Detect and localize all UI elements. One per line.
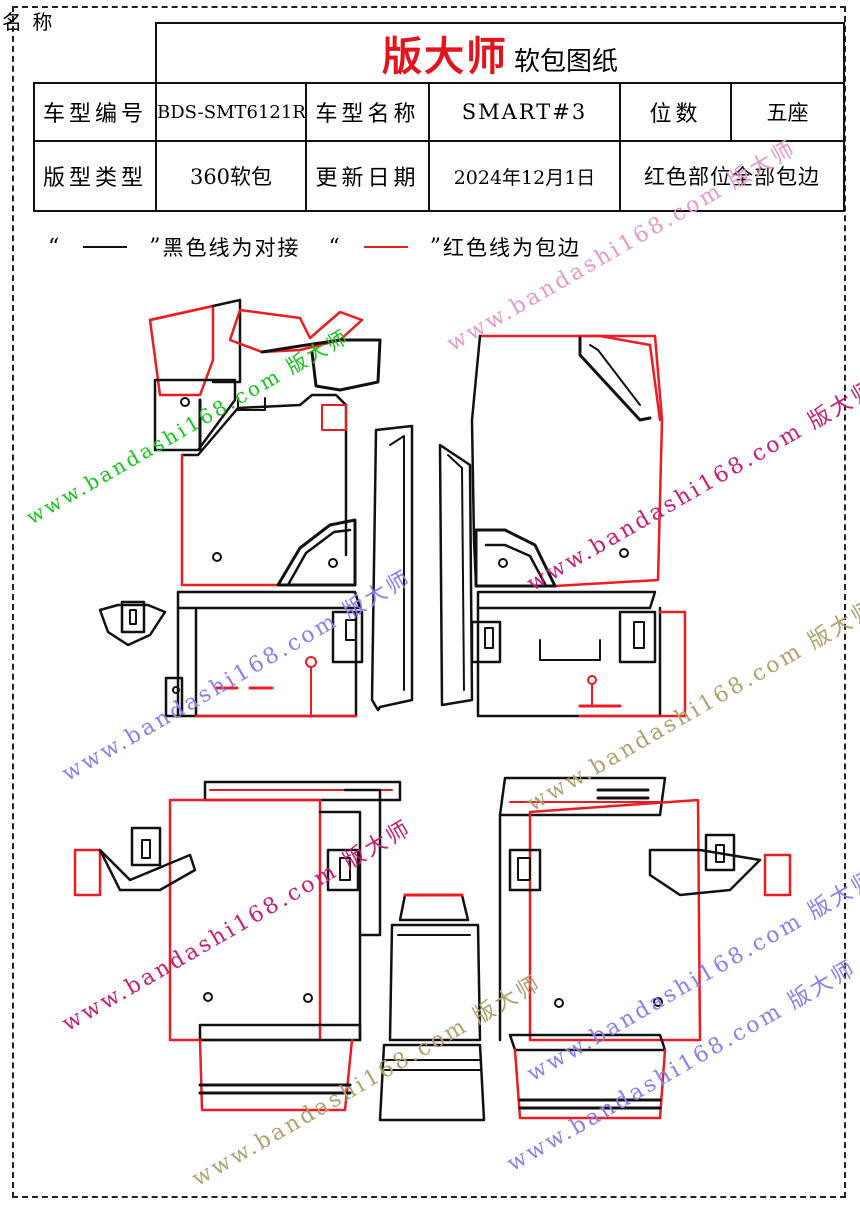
- rear-left-mat: [73, 780, 402, 1112]
- value-seats: 五座: [729, 82, 846, 142]
- value-model-name: SMART#3: [428, 82, 621, 142]
- front-left-mat: [148, 298, 414, 718]
- label-seats: 位数: [619, 82, 732, 142]
- legend-red-text: 红色线为包边: [443, 236, 581, 260]
- value-pattern-type: 360软包: [155, 140, 307, 212]
- center-tunnel-mat: [378, 893, 486, 1122]
- info-row: 车型编号 BDS-SMT6121R 车型名称 SMART#3 位数 五座: [33, 82, 846, 142]
- rear-right-mat: [498, 776, 792, 1120]
- value-model-code: BDS-SMT6121R: [155, 82, 307, 142]
- info-table: 版大师软包图纸 车型编号 BDS-SMT6121R 车型名称 SMART#3 位…: [33, 22, 846, 212]
- line-legend: “ ” 黑色线为对接 “ ” 红色线为包边: [48, 232, 581, 262]
- legend-black-text: 黑色线为对接: [162, 236, 301, 260]
- label-model-name: 车型名称: [305, 82, 430, 142]
- legend-quote-close: ”: [149, 234, 163, 260]
- note-red-edges: 红色部位全部包边: [618, 140, 846, 212]
- page-border: [12, 6, 846, 1198]
- legend-quote-open: “: [328, 234, 342, 260]
- heel-pad-front-left: [98, 600, 167, 647]
- title-cell: 版大师软包图纸: [154, 22, 846, 84]
- value-update-date: 2024年12月1日: [428, 140, 621, 212]
- label-update-date: 更新日期: [305, 140, 430, 212]
- title-row: 版大师软包图纸: [34, 22, 846, 84]
- label-pattern-type: 版型类型: [33, 140, 157, 212]
- legend-quote-close: ”: [429, 234, 443, 260]
- label-model-code: 车型编号: [33, 82, 157, 142]
- info-row: 版型类型 360软包 更新日期 2024年12月1日 红色部位全部包边: [33, 140, 846, 212]
- brand-title: 版大师: [382, 33, 509, 80]
- red-line-swatch: [363, 246, 408, 248]
- drawing-subtitle: 软包图纸: [514, 47, 619, 77]
- black-line-swatch: [83, 246, 128, 248]
- legend-quote-open: “: [48, 234, 62, 260]
- front-right-mat: [438, 334, 687, 718]
